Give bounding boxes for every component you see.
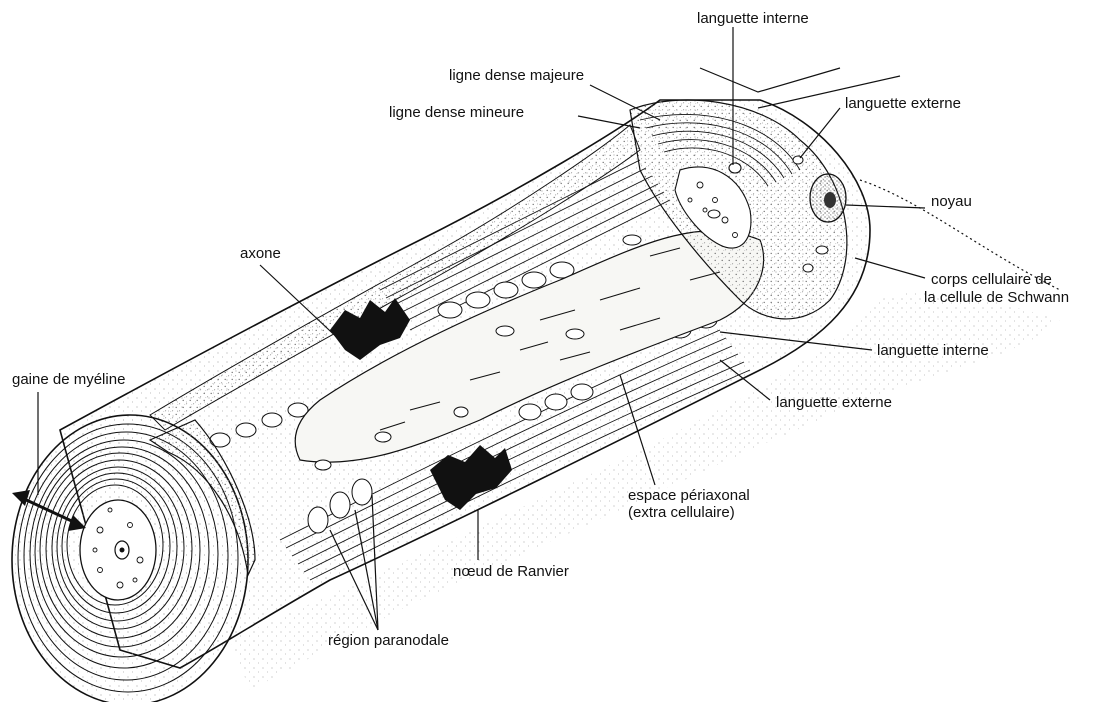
- label-languette-externe-mid: languette externe: [776, 394, 892, 411]
- label-region-paranodale: région paranodale: [328, 632, 449, 649]
- label-axone: axone: [240, 245, 281, 262]
- label-espace-periaxonal-line1: espace périaxonal: [628, 487, 750, 504]
- label-espace-periaxonal-line2: (extra cellulaire): [628, 504, 735, 521]
- label-corps-cellulaire-line2: la cellule de Schwann: [924, 289, 1069, 306]
- label-noyau: noyau: [931, 193, 972, 210]
- label-noeud-ranvier: nœud de Ranvier: [453, 563, 569, 580]
- label-gaine-myeline: gaine de myéline: [12, 371, 125, 388]
- label-ligne-dense-majeure: ligne dense majeure: [449, 67, 584, 84]
- label-languette-interne-mid: languette interne: [877, 342, 989, 359]
- fiber-cross-section: [12, 415, 255, 702]
- label-ligne-dense-mineure: ligne dense mineure: [389, 104, 524, 121]
- label-languette-externe-top: languette externe: [845, 95, 961, 112]
- label-languette-interne-top: languette interne: [697, 10, 809, 27]
- label-corps-cellulaire-line1: corps cellulaire de: [931, 271, 1052, 288]
